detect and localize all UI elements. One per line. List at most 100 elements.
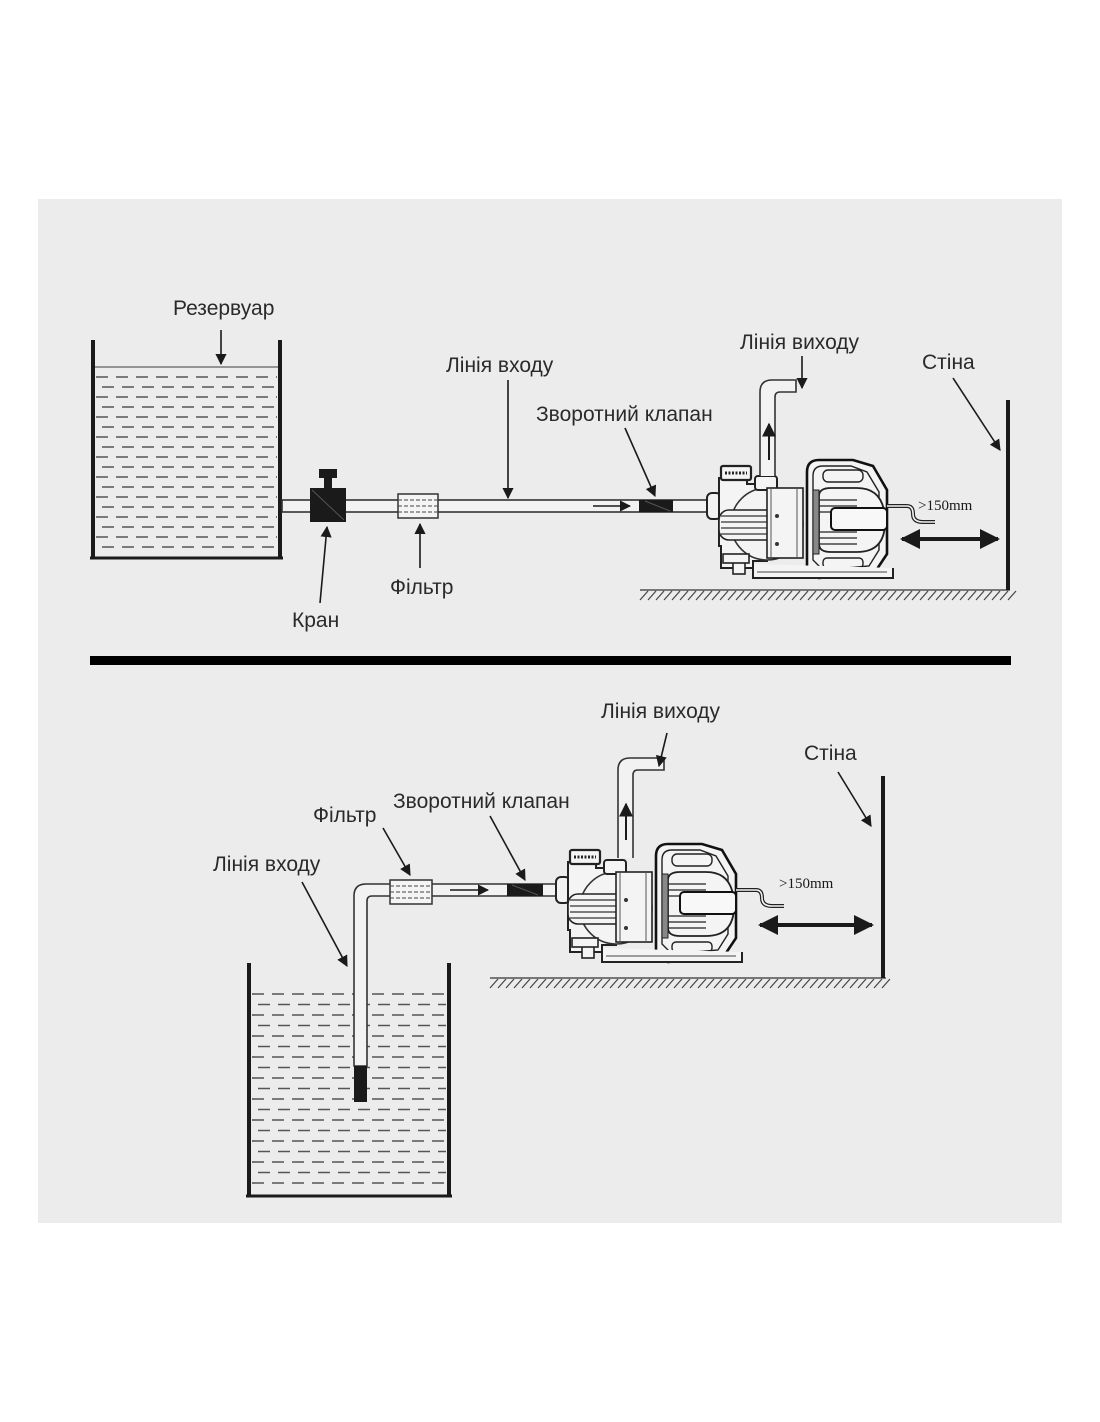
hatch-line	[665, 978, 675, 989]
check-valve-icon	[639, 500, 673, 512]
hatch-line	[873, 978, 883, 989]
pump-icon	[705, 458, 937, 580]
foot-strainer	[354, 1066, 367, 1102]
hatch-line	[831, 590, 841, 601]
tank-icon	[246, 963, 452, 1198]
hatch-line	[855, 590, 865, 601]
hatch-line	[935, 590, 945, 601]
outlet-pipe	[759, 379, 797, 476]
outlet-pipe	[617, 757, 665, 858]
hatch-line	[761, 978, 771, 989]
hatch-line	[633, 978, 643, 989]
inlet-line-label: Лінія входу	[446, 354, 554, 377]
hatch-line	[841, 978, 851, 989]
hatch-line	[601, 978, 611, 989]
hatch-line	[593, 978, 603, 989]
inlet-pipe	[353, 883, 559, 1102]
hatch-line	[663, 590, 673, 601]
top-scheme: >150mm Резервуар Лінія входу Зворотний к…	[90, 297, 1017, 632]
hatch-line	[999, 590, 1009, 601]
hatch-line	[839, 590, 849, 601]
check-valve-icon	[507, 884, 543, 896]
floor-hatch-icon	[639, 589, 1017, 601]
hatch-line	[815, 590, 825, 601]
hatch-line	[759, 590, 769, 601]
hatch-line	[489, 978, 499, 989]
filter-label: Фільтр	[390, 576, 453, 599]
hatch-line	[879, 590, 889, 601]
hatch-line	[743, 590, 753, 601]
hatch-line	[911, 590, 921, 601]
clearance-label: >150mm	[779, 876, 834, 892]
hatch-line	[649, 978, 659, 989]
hatch-line	[903, 590, 913, 601]
hatch-line	[727, 590, 737, 601]
hatch-line	[823, 590, 833, 601]
hatch-line	[671, 590, 681, 601]
clearance-label: >150mm	[918, 498, 973, 514]
hatch-line	[983, 590, 993, 601]
hatch-line	[641, 978, 651, 989]
hatch-line	[697, 978, 707, 989]
hatch-line	[751, 590, 761, 601]
floor-hatch-icon	[489, 977, 891, 989]
filter-pointer	[382, 827, 411, 876]
hatch-line	[753, 978, 763, 989]
hatch-line	[817, 978, 827, 989]
hatch-line	[857, 978, 867, 989]
hatch-line	[513, 978, 523, 989]
hatch-line	[791, 590, 801, 601]
hatch-line	[561, 978, 571, 989]
tank-icon	[90, 340, 283, 560]
outlet-line-label: Лінія виходу	[740, 331, 860, 354]
reservoir-label: Резервуар	[173, 297, 274, 320]
hatch-line	[569, 978, 579, 989]
hatch-line	[681, 978, 691, 989]
hatch-line	[679, 590, 689, 601]
hatch-line	[825, 978, 835, 989]
check-valve-pointer	[489, 815, 526, 881]
hatch-line	[785, 978, 795, 989]
check-valve-pointer	[624, 427, 657, 498]
hatch-line	[721, 978, 731, 989]
hatch-line	[927, 590, 937, 601]
diagram-panel	[38, 199, 1062, 1223]
hatch-line	[695, 590, 705, 601]
hatch-line	[719, 590, 729, 601]
hatch-line	[625, 978, 635, 989]
hatch-line	[687, 590, 697, 601]
hatch-line	[783, 590, 793, 601]
hatch-line	[849, 978, 859, 989]
wall-label: Стіна	[922, 351, 975, 374]
hatch-line	[577, 978, 587, 989]
hatch-line	[967, 590, 977, 601]
hatch-line	[537, 978, 547, 989]
hatch-line	[769, 978, 779, 989]
hatch-line	[991, 590, 1001, 601]
hatch-line	[521, 978, 531, 989]
hatch-line	[737, 978, 747, 989]
hatch-line	[847, 590, 857, 601]
hatch-line	[767, 590, 777, 601]
hatch-line	[793, 978, 803, 989]
hatch-line	[833, 978, 843, 989]
hatch-line	[497, 978, 507, 989]
hatch-line	[585, 978, 595, 989]
inlet-line-pointer	[301, 881, 348, 967]
hatch-line	[865, 978, 875, 989]
hatch-line	[529, 978, 539, 989]
wall-pointer	[952, 377, 1001, 451]
hatch-line	[951, 590, 961, 601]
tap-label: Кран	[292, 609, 339, 632]
hatch-line	[735, 590, 745, 601]
hatch-line	[705, 978, 715, 989]
hatch-line	[617, 978, 627, 989]
hatch-line	[609, 978, 619, 989]
hatch-line	[647, 590, 657, 601]
check-valve-label: Зворотний клапан	[536, 403, 713, 426]
bottom-scheme: >150mm Лінія виходу Стіна Фільтр Зворотн…	[213, 700, 891, 1198]
filter-icon	[397, 493, 439, 519]
wall-pointer	[837, 771, 872, 827]
hatch-line	[545, 978, 555, 989]
